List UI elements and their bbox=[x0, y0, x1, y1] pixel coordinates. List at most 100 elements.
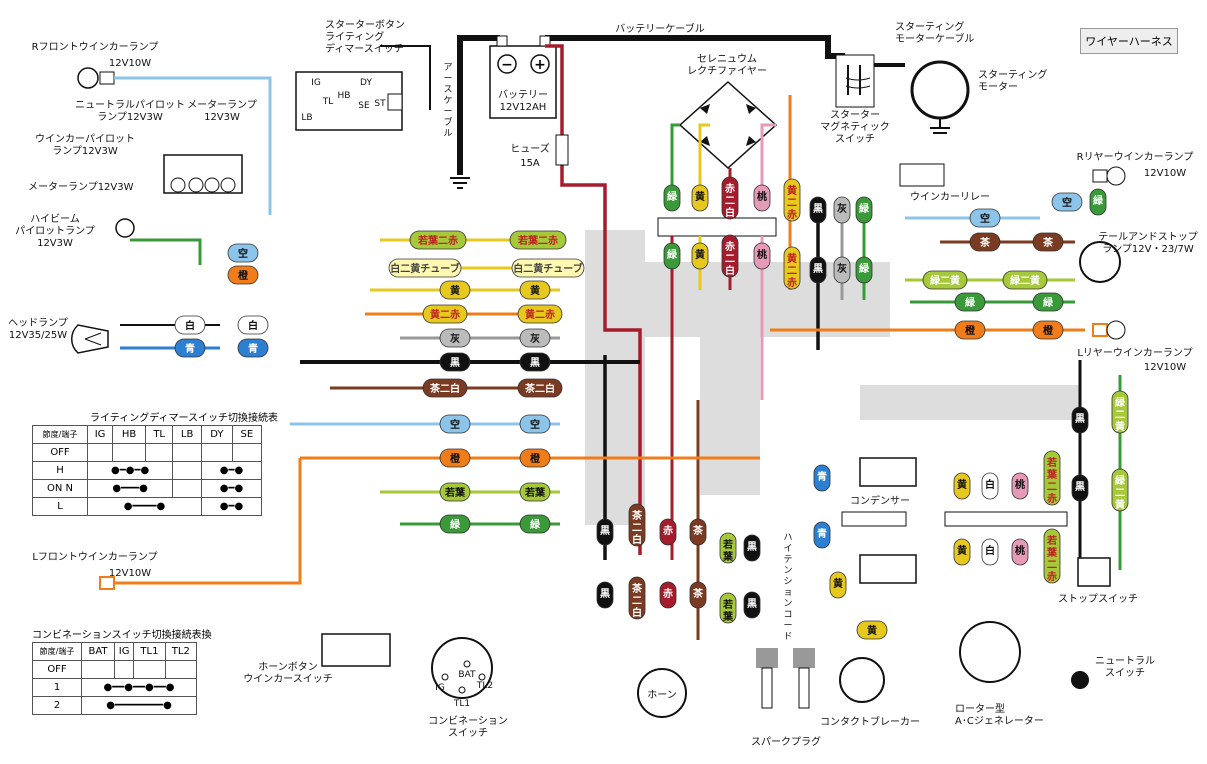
svg-text:空: 空 bbox=[530, 418, 540, 431]
svg-text:赤: 赤 bbox=[663, 587, 673, 600]
connector-pill-v-ki: 黄 bbox=[953, 472, 971, 500]
svg-text:緑: 緑 bbox=[667, 190, 678, 203]
svg-text:若葉二赤: 若葉二赤 bbox=[1046, 456, 1058, 505]
connector-pill-midori: 緑 bbox=[954, 292, 986, 312]
svg-text:茶: 茶 bbox=[692, 587, 704, 600]
connector-pill-v-midori: 緑 bbox=[855, 256, 873, 284]
connector-pill-v-hai: 灰 bbox=[833, 196, 851, 224]
dimmer-col: SE bbox=[231, 425, 263, 444]
connector-pill-v-hai: 灰 bbox=[833, 256, 851, 284]
connector-pill-v-aka_ni_shiro: 赤二白 bbox=[721, 176, 739, 220]
spark-plugs bbox=[756, 648, 815, 709]
label-tail-stop: テールアンドストップランプ12V・23/7W bbox=[1098, 231, 1198, 255]
connector-pill-v-aka: 赤 bbox=[659, 581, 677, 609]
svg-text:緑二黄: 緑二黄 bbox=[1115, 396, 1126, 433]
svg-text:橙: 橙 bbox=[530, 452, 541, 465]
svg-text:黄: 黄 bbox=[450, 284, 460, 297]
svg-text:黒: 黒 bbox=[813, 263, 823, 275]
terminal-bat: BAT bbox=[458, 670, 476, 680]
connector-pill-v-cha: 茶 bbox=[689, 518, 707, 546]
contact-breaker-body bbox=[839, 657, 885, 703]
svg-text:黒: 黒 bbox=[600, 588, 610, 600]
label-winker-relay: ウインカーリレー bbox=[910, 191, 990, 203]
connector-pill-sora: 空 bbox=[227, 243, 259, 263]
connector-pill-wakaba: 若葉 bbox=[439, 482, 471, 502]
wire-harness-label: ワイヤーハーネス bbox=[1080, 28, 1178, 54]
connector-pill-v-ao: 青 bbox=[813, 521, 831, 549]
svg-text:若葉: 若葉 bbox=[524, 486, 546, 499]
svg-text:白: 白 bbox=[985, 478, 995, 491]
connector-pill-v-ki_ni_aka: 黄二赤 bbox=[783, 246, 801, 290]
connector-pill-v-midori_ni_ki: 緑二黄 bbox=[1111, 468, 1129, 512]
connector-pill-wakaba_niaka: 若葉二赤 bbox=[409, 230, 467, 250]
svg-text:赤: 赤 bbox=[663, 524, 673, 537]
svg-text:緑: 緑 bbox=[859, 202, 870, 215]
connector-pill-v-wakaba: 若葉 bbox=[719, 592, 737, 624]
svg-text:橙: 橙 bbox=[965, 324, 976, 337]
svg-text:橙: 橙 bbox=[1043, 324, 1054, 337]
dimmer-table: 節度/端子 IG HB TL LB DY SE OFF H●━●━●●━● ON… bbox=[32, 425, 263, 516]
connector-pill-ki: 黄 bbox=[856, 620, 888, 640]
connector-pill-v-midori_ni_ki: 緑二黄 bbox=[1111, 390, 1129, 434]
combo-row: 2 bbox=[32, 696, 82, 715]
terminal-ig: IG bbox=[311, 78, 321, 88]
connector-pill-v-momo: 桃 bbox=[753, 184, 771, 212]
svg-text:黄: 黄 bbox=[695, 248, 705, 261]
connector-pill-v-wakaba_niaka: 若葉二赤 bbox=[1043, 450, 1061, 506]
svg-text:桃: 桃 bbox=[1015, 478, 1025, 491]
terminal-st: ST bbox=[374, 99, 386, 109]
svg-text:黄: 黄 bbox=[957, 478, 967, 491]
r-rear-winker-lamp bbox=[1092, 166, 1126, 186]
dimmer-switch bbox=[295, 45, 431, 131]
svg-text:緑二黄: 緑二黄 bbox=[930, 274, 960, 287]
label-combination-switch: コンビネーションスイッチ bbox=[428, 715, 508, 739]
connector-pill-wakaba_niaka: 若葉二赤 bbox=[509, 230, 567, 250]
terminal-hb: HB bbox=[338, 91, 351, 101]
svg-text:茶: 茶 bbox=[692, 524, 704, 537]
harness-bg-2 bbox=[645, 262, 890, 337]
svg-text:橙: 橙 bbox=[450, 452, 461, 465]
connector-pill-ki: 黄 bbox=[439, 280, 471, 300]
connector-pill-dai: 橙 bbox=[439, 448, 471, 468]
connector-pill-sora: 空 bbox=[439, 414, 471, 434]
connector-pill-v-midori: 緑 bbox=[663, 242, 681, 270]
svg-text:茶二白: 茶二白 bbox=[429, 382, 460, 395]
svg-text:白: 白 bbox=[248, 319, 258, 332]
svg-text:若葉二赤: 若葉二赤 bbox=[517, 234, 558, 247]
dimmer-col: IG bbox=[86, 425, 114, 444]
svg-text:+: + bbox=[534, 57, 546, 73]
connector-pill-v-kuro: 黒 bbox=[1071, 406, 1089, 434]
connector-pill-cha: 茶 bbox=[1032, 232, 1064, 252]
connector-pill-dai: 橙 bbox=[227, 265, 259, 285]
svg-text:−: − bbox=[501, 57, 513, 73]
battery: − + bbox=[489, 35, 557, 119]
combo-col: IG bbox=[113, 642, 135, 661]
label-l-rear-winker: Lリヤーウインカーランプ bbox=[1077, 347, 1192, 359]
label-starter-motor: スターティングモーター bbox=[978, 68, 1047, 93]
connector-pill-cha: 茶 bbox=[969, 232, 1001, 252]
combo-conn-2: ●━━━━━━━━● bbox=[81, 696, 197, 715]
connector-pill-v-kuro: 黒 bbox=[596, 518, 614, 546]
stop-switch-body bbox=[1077, 557, 1111, 587]
connector-pill-sora: 空 bbox=[1051, 192, 1083, 212]
rotor-generator-body bbox=[944, 511, 1068, 683]
svg-text:桃: 桃 bbox=[1015, 544, 1025, 557]
horn-winker-switch bbox=[321, 633, 391, 667]
connector-pill-ao: 青 bbox=[237, 338, 269, 358]
connector-pill-ki: 黄 bbox=[519, 280, 551, 300]
label-battery-spec: 12V12AH bbox=[500, 102, 547, 113]
svg-text:茶: 茶 bbox=[979, 236, 991, 249]
r-front-winker-lamp bbox=[77, 67, 272, 215]
connector-pill-sora: 空 bbox=[519, 414, 551, 434]
svg-text:青: 青 bbox=[817, 470, 827, 483]
connector-pill-v-midori: 緑 bbox=[1089, 188, 1107, 216]
label-battery: バッテリー bbox=[498, 89, 548, 101]
svg-text:灰: 灰 bbox=[837, 202, 847, 215]
connector-pill-dai: 橙 bbox=[954, 320, 986, 340]
svg-text:空: 空 bbox=[238, 247, 248, 260]
component-labels: バッテリーケーブルバッテリー12V12AHヒューズ15Aセレニュウムレクチファイ… bbox=[8, 19, 1198, 748]
label-horn-button: ホーンボタンウインカースイッチ bbox=[243, 661, 333, 685]
connector-pill-v-aka_ni_shiro: 赤二白 bbox=[721, 234, 739, 278]
svg-text:空: 空 bbox=[1062, 196, 1072, 209]
connector-pill-v-kuro: 黒 bbox=[809, 196, 827, 224]
